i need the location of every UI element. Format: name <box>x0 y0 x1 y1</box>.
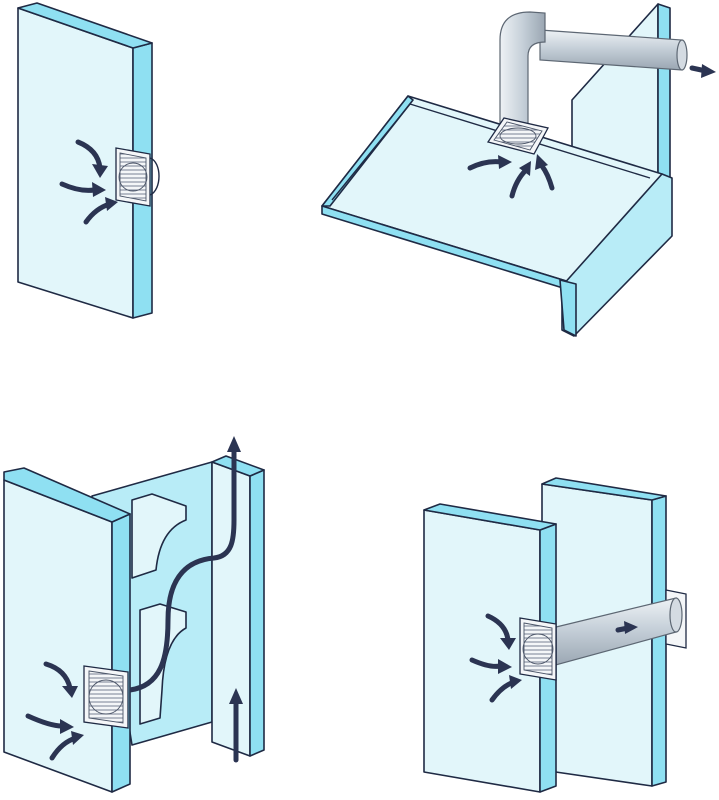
airflow-arrows <box>59 139 118 225</box>
shaft-right-wall <box>211 461 251 757</box>
airflow-arrow <box>25 713 65 729</box>
airflow-arrows <box>25 661 84 761</box>
wall-panel-face <box>3 479 113 793</box>
duct-vertical <box>499 11 546 129</box>
airflow-arrow <box>485 613 511 643</box>
scene-fan-with-through-wall-duct <box>423 477 687 793</box>
scene-fan-with-vertical-shaft <box>3 436 265 793</box>
wall-panel-edge <box>111 513 131 793</box>
ceiling-left-edge <box>321 95 414 207</box>
ceiling-drop-edge <box>559 279 577 337</box>
ceiling-inner-rim <box>331 103 651 201</box>
scene-ceiling-fan-with-duct <box>321 3 716 337</box>
wall-panel-top-edge <box>17 2 153 49</box>
shaft-right-edge <box>249 469 265 757</box>
airflow-path <box>129 450 237 693</box>
fan-unit-icon <box>519 617 557 681</box>
airflow-arrow-up <box>227 436 241 452</box>
airflow-arrows <box>469 613 522 703</box>
scene-wall-mounted-fan <box>17 2 160 319</box>
airflow-arrow <box>43 661 73 691</box>
airflow-arrow <box>539 163 555 191</box>
back-wall-top-edge <box>541 477 667 501</box>
airflow-arrow <box>59 181 97 193</box>
shaft-top-edge <box>211 455 265 477</box>
airflow-arrows <box>467 154 555 199</box>
front-wall-top-edge <box>423 503 557 531</box>
shaft-shelf-upper <box>131 493 187 579</box>
fan-unit-icon <box>486 117 549 155</box>
wall-panel-top-edge <box>3 467 131 523</box>
ceiling-drop-wall <box>561 173 673 337</box>
fan-unit-icon <box>83 665 129 729</box>
back-wall-edge <box>651 495 667 787</box>
fan-unit-icon <box>115 147 160 207</box>
